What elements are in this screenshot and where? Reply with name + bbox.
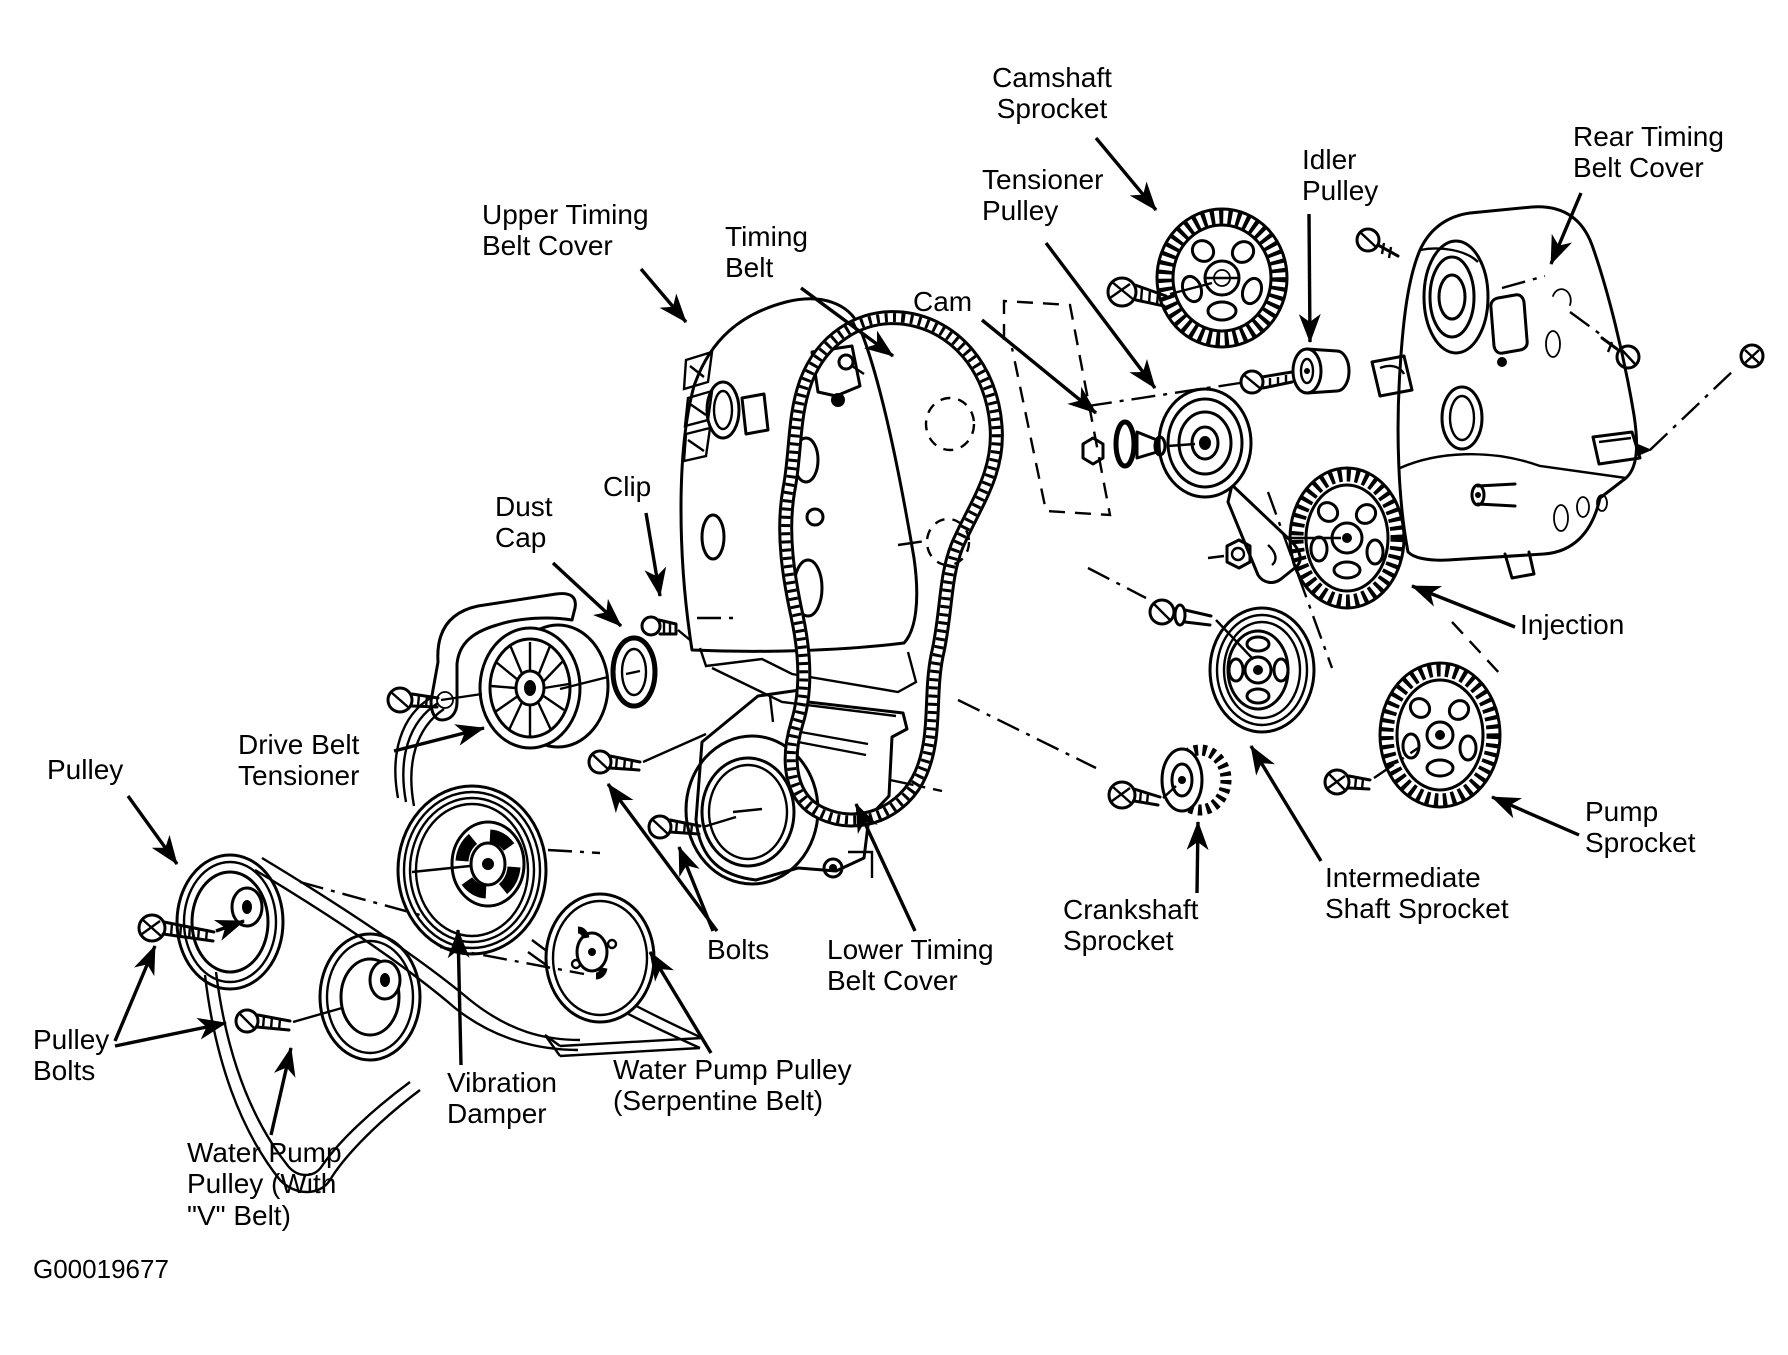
label-pulley-bolts: Pulley Bolts bbox=[33, 1024, 110, 1087]
drive-belt-tensioner-bolt bbox=[386, 686, 483, 714]
tensioner-washer-set bbox=[1081, 419, 1196, 469]
camshaft-sprocket-part bbox=[1106, 207, 1289, 349]
idler-pulley-part bbox=[1239, 347, 1351, 395]
label-lower-timing-belt-cover: Lower Timing Belt Cover bbox=[827, 934, 994, 997]
label-clip: Clip bbox=[603, 471, 652, 502]
label-idler-pulley: Idler Pulley bbox=[1302, 144, 1379, 207]
tensioner-spokes bbox=[490, 642, 570, 736]
leader-intermediate-sprocket bbox=[1249, 745, 1323, 862]
rear-cover-screw-right bbox=[1569, 311, 1641, 370]
camshaft-sprocket-bolt bbox=[1106, 276, 1213, 308]
pulley-bolt-long bbox=[137, 913, 216, 943]
leader-pulley bbox=[126, 795, 179, 865]
leader-cam bbox=[980, 318, 1098, 415]
label-water-pump-pulley-serpentine: Water Pump Pulley (Serpentine Belt) bbox=[613, 1054, 852, 1117]
label-pump-sprocket: Pump Sprocket bbox=[1585, 796, 1696, 859]
leader-tensioner-pulley bbox=[1044, 241, 1157, 390]
label-crankshaft-sprocket: Crankshaft Sprocket bbox=[1063, 894, 1199, 957]
dust-cap-part bbox=[610, 635, 658, 709]
cover-bolt-2 bbox=[647, 814, 737, 840]
leader-pump-sprocket bbox=[1491, 795, 1580, 837]
leader-bolts-2 bbox=[606, 782, 719, 933]
pulley-bolt-2 bbox=[234, 1006, 343, 1034]
cover-bolt-1 bbox=[587, 732, 707, 775]
leader-crankshaft-sprocket bbox=[1186, 821, 1209, 894]
label-camshaft-sprocket: Camshaft Sprocket bbox=[992, 62, 1112, 125]
leader-arrows bbox=[113, 136, 1583, 1136]
leader-vibration-damper bbox=[447, 929, 470, 1066]
label-drive-belt-tensioner: Drive Belt Tensioner bbox=[238, 729, 360, 792]
timing-belt-part bbox=[778, 310, 1004, 828]
leader-rear-cover bbox=[1549, 192, 1583, 265]
vibration-damper-part bbox=[396, 784, 548, 956]
leader-pulley-bolts-2 bbox=[114, 1017, 227, 1048]
injection-sprocket-part bbox=[1266, 466, 1406, 669]
leader-idler-pulley bbox=[1298, 213, 1321, 343]
leader-upper-cover bbox=[639, 267, 688, 324]
v-belt bbox=[203, 856, 581, 1194]
label-injection: Injection bbox=[1520, 609, 1625, 640]
leader-pulley-bolts-1 bbox=[113, 945, 157, 1042]
intermediate-shaft-sprocket-part bbox=[1087, 538, 1316, 734]
pump-sprocket-part bbox=[1323, 621, 1503, 809]
leader-bolt-to-pulley-hub bbox=[213, 919, 245, 941]
idler-pulley-bolt bbox=[1239, 369, 1294, 395]
rear-cover-screw-top bbox=[1355, 227, 1400, 259]
label-bolts: Bolts bbox=[707, 934, 770, 965]
label-dust-cap: Dust Cap bbox=[495, 491, 553, 554]
label-rear-timing-belt-cover: Rear Timing Belt Cover bbox=[1573, 121, 1724, 184]
figure-code: G00019677 bbox=[33, 1254, 169, 1284]
cam-dashed-box bbox=[1002, 299, 1112, 517]
far-right-screw bbox=[1739, 343, 1765, 369]
label-pulley: Pulley bbox=[47, 754, 124, 785]
leader-clip bbox=[644, 512, 667, 597]
leader-camshaft-sprocket bbox=[1094, 136, 1158, 212]
label-cam: Cam bbox=[913, 286, 973, 317]
leader-lower-cover bbox=[854, 803, 917, 932]
axis-lines bbox=[299, 381, 1241, 976]
belt-nut bbox=[1207, 538, 1252, 570]
tensioner-pulley-part bbox=[1081, 387, 1302, 584]
label-upper-timing-belt-cover: Upper Timing Belt Cover bbox=[482, 199, 649, 262]
drive-belt-tensioner-part bbox=[386, 592, 610, 750]
label-water-pump-pulley-v-belt: Water Pump Pulley (With "V" Belt) bbox=[187, 1137, 342, 1231]
crankshaft-bolt bbox=[1107, 780, 1177, 810]
leader-timing-belt bbox=[799, 286, 895, 358]
pulley-part bbox=[175, 853, 285, 991]
pump-sprocket-bolt bbox=[1323, 747, 1419, 796]
leader-wp-serpentine bbox=[648, 951, 713, 1054]
intermediate-sprocket-bolt bbox=[1087, 566, 1253, 659]
label-tensioner-pulley: Tensioner Pulley bbox=[982, 164, 1104, 227]
water-pump-v-pulley-part bbox=[318, 932, 422, 1062]
serpentine-pulley-part bbox=[544, 892, 656, 1024]
label-timing-belt: Timing Belt bbox=[725, 221, 808, 284]
leader-drive-belt-tensioner bbox=[393, 724, 485, 753]
label-intermediate-shaft-sprocket: Intermediate Shaft Sprocket bbox=[1325, 862, 1509, 925]
clip-part bbox=[640, 615, 735, 641]
serpentine-belt bbox=[394, 695, 703, 1058]
crankshaft-sprocket-part bbox=[957, 698, 1232, 816]
leader-wp-v-pulley bbox=[269, 1047, 296, 1136]
lower-timing-belt-cover-part bbox=[684, 688, 909, 886]
leader-injection bbox=[1411, 584, 1516, 629]
rear-timing-belt-cover-part bbox=[1355, 205, 1765, 580]
label-vibration-damper: Vibration Damper bbox=[447, 1067, 558, 1130]
leader-dust-cap bbox=[551, 561, 623, 628]
